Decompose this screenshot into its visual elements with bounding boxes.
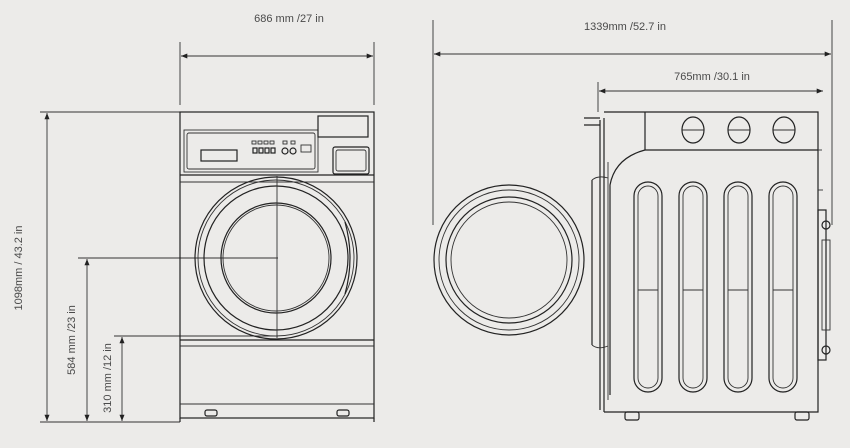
- total-height-dimension: [40, 111, 302, 423]
- side-view-washer: [433, 111, 831, 421]
- rear-fittings: [817, 149, 831, 361]
- door-center-height-label: 584 mm /23 in: [66, 305, 78, 375]
- control-buttons: [251, 140, 312, 155]
- total-height-label: 1098mm / 43.2 in: [13, 226, 25, 311]
- side-open-door: [433, 184, 585, 336]
- door-center-height-dimension: [78, 257, 278, 421]
- soap-dispenser: [332, 146, 370, 175]
- front-door: [194, 176, 358, 340]
- front-width-dimension: [179, 42, 375, 105]
- cabinet-depth-dimension: [597, 82, 823, 112]
- door-bottom-height-label: 310 mm /12 in: [102, 343, 114, 413]
- front-view-washer: [179, 111, 375, 422]
- coin-box: [317, 115, 369, 138]
- side-ribs: [633, 181, 798, 393]
- display-window: [200, 149, 238, 162]
- front-width-label: 686 mm /27 in: [254, 13, 324, 25]
- overall-depth-label: 1339mm /52.7 in: [584, 21, 666, 33]
- side-top-vents: [681, 116, 796, 144]
- cabinet-depth-label: 765mm /30.1 in: [674, 71, 750, 83]
- overall-depth-dimension: [432, 20, 833, 225]
- door-bottom-height-dimension: [114, 335, 278, 421]
